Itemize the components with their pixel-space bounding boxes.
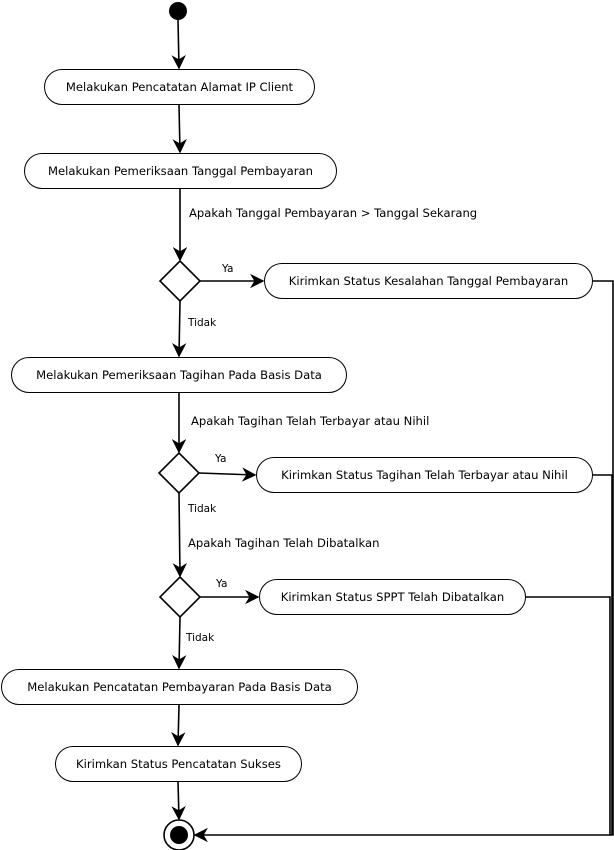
end-node-dot [170, 826, 188, 844]
decision-node-1 [158, 259, 202, 303]
guard-yes-1: Ya [222, 263, 234, 275]
flow-d3-a7 [172, 616, 187, 670]
condition-label-3: Apakah Tagihan Telah Dibatalkan [188, 536, 380, 550]
flow-a5-merge [592, 474, 613, 835]
guard-no-3: Tidak [186, 632, 215, 644]
flow-d1-a4 [172, 300, 187, 358]
flow-d2-d3 [172, 492, 188, 578]
flow-a7-a8 [171, 704, 186, 747]
flow-a3-end [193, 280, 614, 843]
activity-record-payment-database: Melakukan Pencatatan Pembayaran Pada Bas… [1, 669, 358, 705]
flow-a6-merge [525, 596, 611, 835]
guard-no-1: Tidak [188, 317, 217, 329]
activity-send-date-error-status: Kirimkan Status Kesalahan Tanggal Pembay… [264, 263, 593, 299]
decision-node-3 [158, 575, 202, 619]
guard-yes-3: Ya [216, 578, 228, 590]
flow-d2-a5 [198, 467, 257, 482]
activity-send-bill-paid-status: Kirimkan Status Tagihan Telah Terbayar a… [256, 457, 593, 493]
condition-label-2: Apakah Tagihan Telah Terbayar atau Nihil [191, 414, 430, 428]
activity-record-client-ip: Melakukan Pencatatan Alamat IP Client [44, 69, 315, 105]
flow-a1-a2 [172, 104, 187, 154]
decision-node-2 [157, 451, 201, 495]
start-node [169, 2, 187, 20]
flow-a8-end [171, 781, 186, 821]
flow-start-a1 [171, 19, 186, 70]
activity-send-success-status: Kirimkan Status Pencatatan Sukses [55, 746, 302, 782]
condition-label-1: Apakah Tanggal Pembayaran > Tanggal Seka… [189, 206, 478, 220]
guard-no-2: Tidak [188, 503, 217, 515]
activity-check-bill-database: Melakukan Pemeriksaan Tagihan Pada Basis… [11, 357, 347, 393]
activity-send-sppt-cancelled-status: Kirimkan Status SPPT Telah Dibatalkan [259, 579, 526, 615]
guard-yes-2: Ya [215, 453, 227, 465]
activity-check-payment-date: Melakukan Pemeriksaan Tanggal Pembayaran [24, 153, 337, 189]
